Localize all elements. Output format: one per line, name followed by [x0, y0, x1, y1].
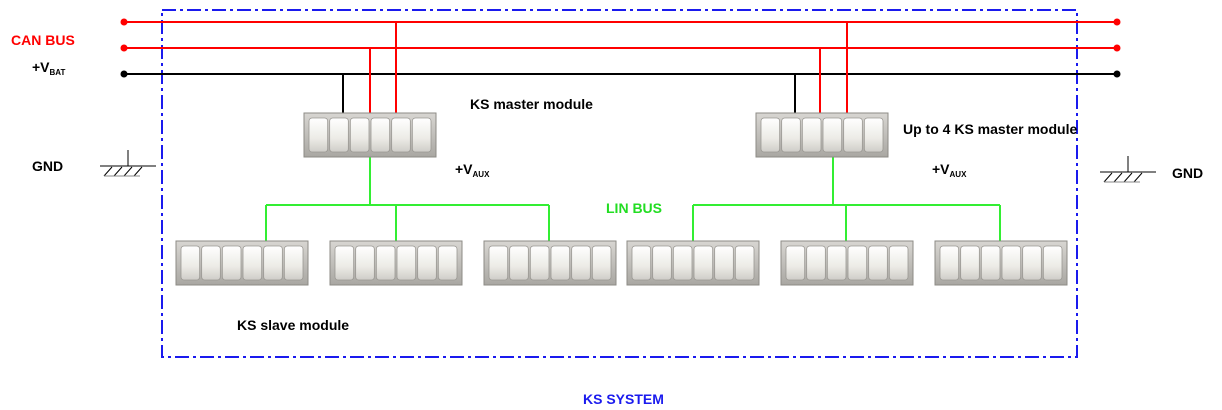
- connector-pin: [529, 245, 550, 281]
- connector-pin: [221, 245, 242, 281]
- ground-symbol-left: [100, 150, 156, 177]
- connector-pin: [201, 245, 221, 281]
- lin-bus-label: LIN BUS: [606, 200, 662, 216]
- slave-module-1: [175, 240, 309, 286]
- gnd-label-right: GND: [1172, 165, 1203, 181]
- master-module-label: KS master module: [470, 96, 593, 112]
- connector-pin: [550, 245, 571, 281]
- connector-pin: [391, 117, 411, 153]
- connector-pin: [863, 117, 884, 153]
- ground-symbol-right: [1100, 156, 1156, 183]
- connector-pin: [734, 245, 755, 281]
- slave-module-label: KS slave module: [237, 317, 349, 333]
- connector-pin: [488, 245, 509, 281]
- connector-pin: [437, 245, 458, 281]
- slave-module-2: [329, 240, 463, 286]
- slave-module-4: [626, 240, 760, 286]
- modules: [175, 112, 1068, 286]
- slave-module-3: [483, 240, 617, 286]
- connector-pin: [980, 245, 1001, 281]
- connector-pin: [283, 245, 304, 281]
- connector-pin: [693, 245, 714, 281]
- connector-pin: [760, 117, 781, 153]
- vbat-label: +VBAT: [32, 59, 65, 77]
- master-drops: [342, 22, 848, 115]
- slave-module-5: [780, 240, 914, 286]
- vaux-label-left: +VAUX: [455, 161, 490, 179]
- master-module-1: [303, 112, 437, 158]
- connector-pin: [847, 245, 868, 281]
- can-low-left-terminal: [120, 44, 128, 52]
- connector-pin: [826, 245, 847, 281]
- connector-pin: [355, 245, 375, 281]
- connector-pin: [370, 117, 391, 153]
- vbat-left-terminal: [120, 70, 128, 78]
- connector-pin: [785, 245, 806, 281]
- connector-pin: [411, 117, 432, 153]
- vaux-label-right: +VAUX: [932, 161, 967, 179]
- connector-pin: [672, 245, 693, 281]
- connector-pin: [781, 117, 801, 153]
- can-high-right-terminal: [1113, 18, 1121, 26]
- connector-pin: [396, 245, 417, 281]
- connector-pin: [868, 245, 888, 281]
- connector-pin: [714, 245, 734, 281]
- connector-pin: [631, 245, 652, 281]
- can-bus-label: CAN BUS: [11, 32, 75, 48]
- bus-lines: [120, 18, 1121, 78]
- connector-pin: [349, 117, 370, 153]
- connector-pin: [180, 245, 201, 281]
- connector-pin: [242, 245, 263, 281]
- connector-pin: [1001, 245, 1022, 281]
- connector-pin: [417, 245, 437, 281]
- connector-pin: [334, 245, 355, 281]
- connector-pin: [806, 245, 826, 281]
- connector-pin: [888, 245, 909, 281]
- connector-pin: [801, 117, 822, 153]
- connector-pin: [1022, 245, 1042, 281]
- connector-pin: [652, 245, 672, 281]
- connector-pin: [571, 245, 591, 281]
- connector-pin: [375, 245, 396, 281]
- master-module-count-label: Up to 4 KS master module: [903, 121, 1077, 137]
- connector-pin: [263, 245, 283, 281]
- connector-pin: [960, 245, 980, 281]
- master-module-2: [755, 112, 889, 158]
- connector-pin: [843, 117, 863, 153]
- connector-pin: [509, 245, 529, 281]
- ks-system-label: KS SYSTEM: [583, 391, 664, 407]
- gnd-label-left: GND: [32, 158, 63, 174]
- ks-system-boundary: [161, 9, 1078, 358]
- connector-pin: [308, 117, 329, 153]
- can-low-right-terminal: [1113, 44, 1121, 52]
- lin-bus-wiring: [265, 155, 1001, 243]
- slave-module-6: [934, 240, 1068, 286]
- connector-pin: [1042, 245, 1063, 281]
- connector-pin: [939, 245, 960, 281]
- connector-pin: [591, 245, 612, 281]
- vbat-right-terminal: [1113, 70, 1121, 78]
- connector-pin: [822, 117, 843, 153]
- connector-pin: [329, 117, 349, 153]
- can-high-left-terminal: [120, 18, 128, 26]
